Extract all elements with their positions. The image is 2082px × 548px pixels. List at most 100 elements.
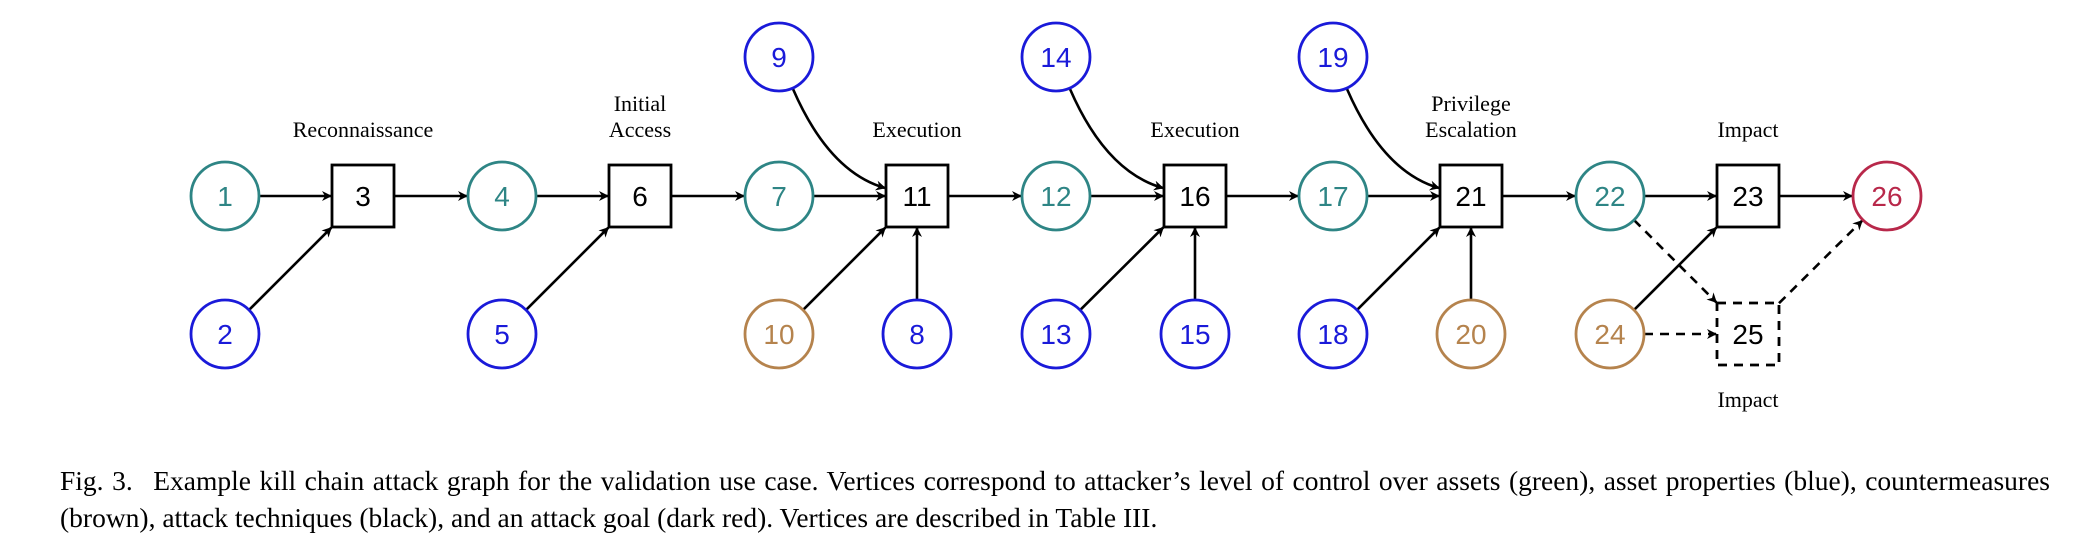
edges-layer <box>248 88 1864 339</box>
vertex-24: 24 <box>1574 298 1646 370</box>
vertex-3-label: 3 <box>355 181 371 212</box>
vertex-20-circle <box>1435 298 1507 370</box>
vertex-1-label: 1 <box>217 181 233 212</box>
vertex-2: 2 <box>189 298 261 370</box>
edge-25-to-26 <box>1778 219 1864 305</box>
vertex-15: 15 <box>1159 298 1231 370</box>
vertex-3: 3 <box>330 163 396 229</box>
vertex-8-label: 8 <box>909 319 925 350</box>
stage-label-23-line-1: Impact <box>1717 117 1778 142</box>
stage-label-25-line-1: Impact <box>1717 387 1778 412</box>
vertex-24-circle <box>1574 298 1646 370</box>
vertex-26: 26 <box>1851 160 1923 232</box>
stage-label-21-line-1: Privilege <box>1431 91 1510 116</box>
edge-14-to-16 <box>1068 88 1164 191</box>
vertex-10: 10 <box>743 298 815 370</box>
vertex-14-label: 14 <box>1040 42 1071 73</box>
vertex-22: 22 <box>1574 160 1646 232</box>
vertex-4: 4 <box>466 160 538 232</box>
vertex-23: 23 <box>1715 163 1781 229</box>
vertex-8: 8 <box>881 298 953 370</box>
vertex-19-circle <box>1297 21 1369 93</box>
vertex-4-circle <box>466 160 538 232</box>
vertex-20: 20 <box>1435 298 1507 370</box>
stage-label-6-line-1: Initial <box>614 91 667 116</box>
edge-9-to-11 <box>791 88 886 191</box>
figure-caption: Fig. 3. Example kill chain attack graph … <box>60 462 2050 536</box>
vertex-16: 16 <box>1162 163 1228 229</box>
vertex-3-square <box>330 163 396 229</box>
vertex-6-label: 6 <box>632 181 648 212</box>
vertex-13: 13 <box>1020 298 1092 370</box>
vertex-26-circle <box>1851 160 1923 232</box>
stage-label-21-line-2: Escalation <box>1425 117 1517 142</box>
vertex-9: 9 <box>743 21 815 93</box>
edge-19-to-21 <box>1345 88 1440 191</box>
vertex-1: 1 <box>189 160 261 232</box>
vertex-21: 21 <box>1438 163 1504 229</box>
figure-number: Fig. 3. <box>60 465 133 496</box>
edge-24-to-23 <box>1633 226 1718 311</box>
vertex-15-label: 15 <box>1179 319 1210 350</box>
vertex-2-label: 2 <box>217 319 233 350</box>
vertex-17: 17 <box>1297 160 1369 232</box>
vertex-12: 12 <box>1020 160 1092 232</box>
vertex-7: 7 <box>743 160 815 232</box>
vertex-8-circle <box>881 298 953 370</box>
stage-label-3-line-1: Reconnaissance <box>293 117 434 142</box>
stage-label-6-line-2: Access <box>609 117 671 142</box>
vertex-10-circle <box>743 298 815 370</box>
vertex-5: 5 <box>466 298 538 370</box>
vertex-20-label: 20 <box>1455 319 1486 350</box>
vertex-24-label: 24 <box>1594 319 1625 350</box>
vertex-7-circle <box>743 160 815 232</box>
caption-text: Example kill chain attack graph for the … <box>60 465 2050 533</box>
stage-label-16-line-1: Execution <box>1150 117 1239 142</box>
vertex-22-label: 22 <box>1594 181 1625 212</box>
vertex-4-label: 4 <box>494 181 510 212</box>
vertex-18: 18 <box>1297 298 1369 370</box>
vertex-5-circle <box>466 298 538 370</box>
vertex-11-square <box>884 163 950 229</box>
vertex-16-label: 16 <box>1179 181 1210 212</box>
edge-10-to-11 <box>802 226 887 311</box>
vertex-19-label: 19 <box>1317 42 1348 73</box>
edge-5-to-6 <box>525 226 610 311</box>
vertex-9-label: 9 <box>771 42 787 73</box>
vertex-16-square <box>1162 163 1228 229</box>
stage-label-11-line-1: Execution <box>872 117 961 142</box>
vertex-25: 25 <box>1715 301 1781 367</box>
vertex-23-square <box>1715 163 1781 229</box>
vertex-13-label: 13 <box>1040 319 1071 350</box>
vertex-6-square <box>607 163 673 229</box>
vertex-21-label: 21 <box>1455 181 1486 212</box>
vertex-10-label: 10 <box>763 319 794 350</box>
edge-2-to-3 <box>248 226 333 311</box>
vertex-23-label: 23 <box>1732 181 1763 212</box>
vertex-18-circle <box>1297 298 1369 370</box>
vertex-12-circle <box>1020 160 1092 232</box>
vertex-25-label: 25 <box>1732 319 1763 350</box>
vertex-15-circle <box>1159 298 1231 370</box>
vertex-19: 19 <box>1297 21 1369 93</box>
vertex-21-square <box>1438 163 1504 229</box>
vertex-17-circle <box>1297 160 1369 232</box>
edge-13-to-16 <box>1079 226 1165 311</box>
vertex-6: 6 <box>607 163 673 229</box>
vertex-26-label: 26 <box>1871 181 1902 212</box>
vertex-9-circle <box>743 21 815 93</box>
vertex-18-label: 18 <box>1317 319 1348 350</box>
vertex-25-square <box>1715 301 1781 367</box>
edge-18-to-21 <box>1356 226 1441 311</box>
edge-22-to-25 <box>1633 219 1718 304</box>
vertex-22-circle <box>1574 160 1646 232</box>
vertex-11: 11 <box>884 163 950 229</box>
vertex-17-label: 17 <box>1317 181 1348 212</box>
vertex-13-circle <box>1020 298 1092 370</box>
vertex-5-label: 5 <box>494 319 510 350</box>
vertex-7-label: 7 <box>771 181 787 212</box>
vertex-11-label: 11 <box>902 181 931 212</box>
